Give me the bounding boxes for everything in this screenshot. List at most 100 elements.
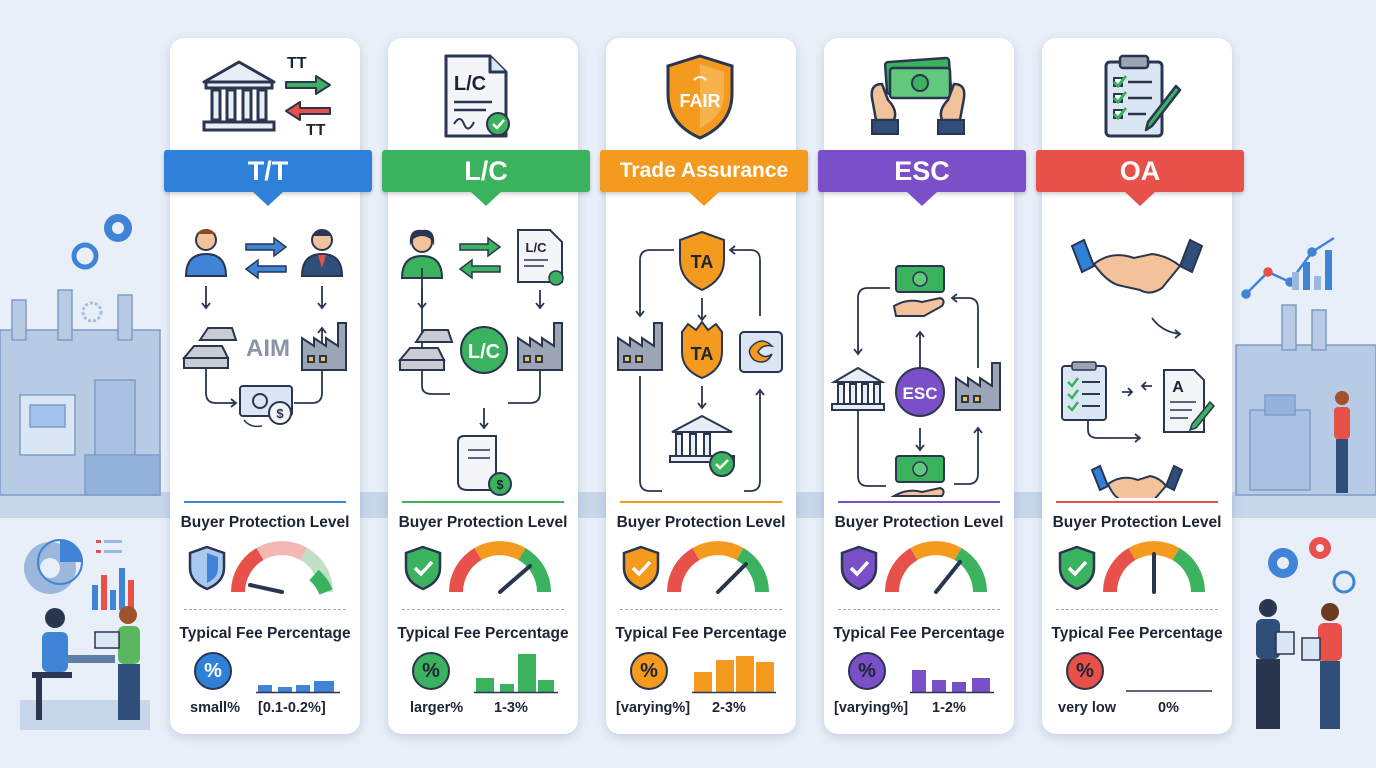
lc-title: L/C (464, 156, 508, 186)
lc-fee-right: 1-3% (494, 700, 528, 716)
esc-center-badge (895, 367, 945, 417)
tt-title: T/T (247, 156, 289, 186)
tt-protection-label: Buyer Protection Level (180, 514, 350, 531)
banner-tt: T/T (164, 150, 372, 206)
svg-text:$: $ (276, 406, 284, 421)
arrow-right-icon (285, 75, 331, 95)
fee-bar-chart (910, 670, 994, 694)
ta-protection-label: Buyer Protection Level (616, 514, 786, 531)
esc-flow-diagram: ESC (830, 265, 1001, 497)
aim-text: AIM (246, 335, 290, 362)
buyer-woman-icon (400, 229, 444, 279)
lc-center-badge (460, 326, 508, 374)
tt-fee-right: [0.1-0.2%] (258, 700, 326, 716)
oa-protection-label: Buyer Protection Level (1052, 514, 1222, 531)
tt-divider (184, 501, 346, 503)
gold-bars-icon (181, 327, 238, 369)
arrow-left-icon (285, 101, 331, 121)
ta-dashed-divider (620, 609, 782, 610)
tt-fee-left: small% (190, 700, 240, 716)
esc-dashed-divider (838, 609, 1000, 610)
banner-oa: OA (1036, 150, 1244, 206)
gear-icon (104, 214, 132, 242)
gold-bars-icon (397, 329, 454, 371)
factory-icon (955, 362, 1001, 411)
lc-fee-left: larger% (410, 700, 464, 716)
card-esc: ESC Buyer Protection Level Typical Fee P… (824, 38, 1014, 734)
worker-illustration (1334, 391, 1350, 493)
checklist-icon (1061, 361, 1107, 421)
letter-of-credit-doc-icon: L/C (444, 54, 510, 138)
protection-gauge (449, 541, 551, 594)
ta-divider (620, 501, 782, 503)
esc-fee-label: Typical Fee Percentage (833, 625, 1005, 642)
contract-document-icon: A (1163, 369, 1216, 433)
invoice-scroll-icon: $ (457, 435, 512, 496)
pie-icon (71, 242, 99, 270)
percent-icon: % (412, 652, 450, 690)
ta-shield-center: TA (681, 320, 723, 380)
checklist-clipboard-icon (1104, 54, 1182, 138)
business-people-illustration (1256, 599, 1342, 729)
oa-flow-diagram: A (1061, 238, 1216, 498)
oa-fee-right: 0% (1158, 700, 1179, 716)
factory-icon (517, 322, 563, 371)
exchange-arrows-icon (458, 236, 502, 280)
lc-protection-label: Buyer Protection Level (398, 514, 568, 531)
fair-shield-icon: FAIR (666, 54, 734, 140)
lc-dashed-divider (402, 609, 564, 610)
oa-title: OA (1119, 156, 1161, 186)
percent-icon: % (1066, 652, 1104, 690)
handshake-icon-bottom (1090, 464, 1184, 498)
lc-flow-diagram: L/C L/C $ (397, 229, 564, 496)
fee-bar-chart (256, 681, 340, 694)
ta-fee-label: Typical Fee Percentage (615, 625, 787, 642)
cash-hand-icon-top (892, 265, 945, 317)
shield-icon (188, 545, 226, 591)
tt-tag-bottom: TT (306, 122, 326, 139)
factory-icon (301, 322, 347, 371)
banner-esc: ESC (818, 150, 1026, 206)
left-factory-illustration (0, 289, 161, 496)
svg-text:L/C: L/C (468, 341, 500, 363)
esc-protection-label: Buyer Protection Level (834, 514, 1004, 531)
protection-gauge (885, 541, 987, 594)
percent-icon: % (630, 652, 668, 690)
tt-fee-label: Typical Fee Percentage (179, 625, 351, 642)
handshake-icon-top (1070, 238, 1204, 294)
card-trade-assurance: FAIR TA TA (606, 38, 796, 734)
percent-icon: % (194, 652, 232, 690)
shield-check-icon (1058, 545, 1096, 591)
gear-icon (81, 301, 103, 323)
ta-fee-left: [varying%] (616, 700, 691, 716)
oa-dashed-divider (1056, 609, 1218, 610)
esc-fee-left: [varying%] (834, 700, 909, 716)
office-people-illustration (20, 539, 150, 730)
exchange-arrows-icon (244, 236, 288, 280)
svg-text:L/C: L/C (526, 240, 548, 255)
shield-check-icon (404, 545, 442, 591)
lc-fee-label: Typical Fee Percentage (397, 625, 569, 642)
tt-dashed-divider (184, 609, 346, 610)
svg-text:$: $ (496, 477, 504, 492)
ta-title: Trade Assurance (619, 159, 789, 182)
oa-divider (1056, 501, 1218, 503)
banner-lc: L/C (382, 150, 590, 206)
tt-flow-diagram: AIM $ (181, 229, 347, 428)
hands-cash-icon (870, 56, 966, 135)
esc-title: ESC (894, 156, 950, 186)
cash-hand-icon-bottom (890, 455, 945, 497)
svg-text:TA: TA (691, 344, 714, 364)
esc-fee-right: 1-2% (932, 700, 966, 716)
right-factory-illustration (1235, 304, 1376, 496)
protection-gauge (1103, 541, 1205, 594)
factory-icon (617, 322, 663, 371)
line-chart-icon (1241, 236, 1335, 299)
svg-text:L/C: L/C (454, 73, 486, 95)
bank-icon (202, 60, 276, 132)
svg-text:A: A (1172, 379, 1184, 396)
card-lc: L/C L/C (388, 38, 578, 734)
protection-gauge (231, 541, 333, 595)
oa-fee-left: very low (1058, 700, 1117, 716)
fee-bar-chart (474, 654, 558, 694)
